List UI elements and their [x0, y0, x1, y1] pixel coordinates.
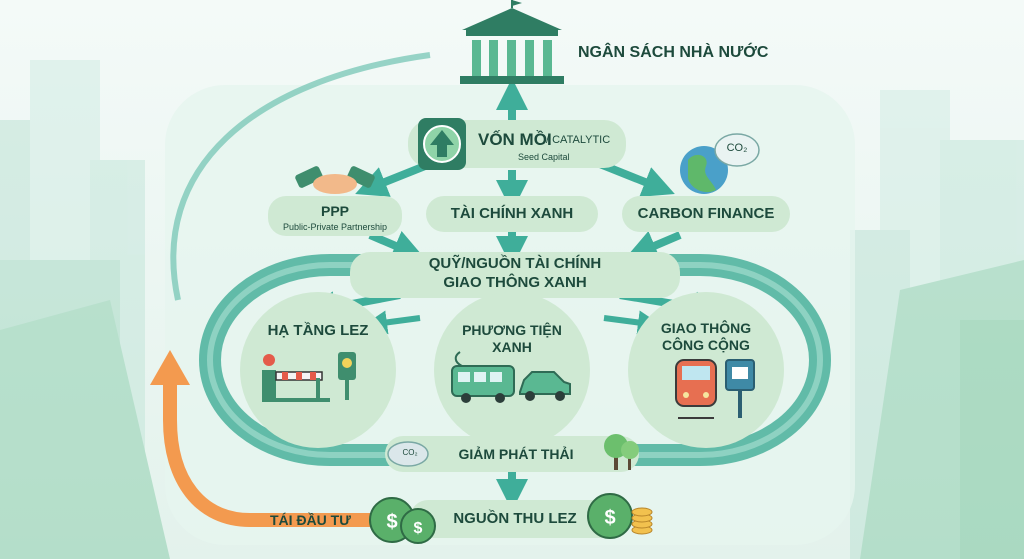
fund-label-line2: GIAO THÔNG XANH [443, 274, 587, 291]
bus-stop-icon [725, 359, 755, 418]
seed-subtitle: Seed Capital [518, 152, 570, 162]
fund-pill [350, 252, 680, 298]
handshake-icon [295, 166, 375, 194]
trees-icon [604, 434, 639, 470]
train-icon [675, 359, 717, 419]
green-finance-pill [426, 196, 598, 232]
globe-co2-icon [680, 133, 760, 194]
public-transport-line1: GIAO THÔNG [660, 320, 752, 336]
carbon-co2-label: CO₂ [726, 142, 748, 154]
cloud-co2-icon [387, 441, 429, 467]
budget-label: NGÂN SÁCH NHÀ NƯỚC [578, 44, 769, 61]
money-bag-coins-icon: $ [587, 493, 653, 539]
return-arc [170, 52, 431, 301]
ppp-title: PPP [320, 203, 349, 219]
lez-infra-label: HẠ TẦNG LEZ [267, 322, 369, 339]
ppp-pill [268, 196, 402, 236]
seed-catalytic: / CATALYTIC [546, 134, 611, 146]
city-background [0, 60, 1024, 559]
loop-arrows [363, 310, 662, 335]
green-vehicles-line1: PHƯƠNG TIỆN [462, 322, 562, 338]
money-bags-icon: $ $ [369, 497, 436, 544]
camera-post-icon [338, 352, 356, 400]
lez-infra-circle [240, 292, 396, 448]
green-vehicles-line2: XANH [492, 339, 532, 355]
svg-text:$: $ [604, 507, 615, 529]
svg-text:$: $ [386, 511, 397, 533]
svg-text:$: $ [414, 520, 423, 537]
barrier-icon [262, 354, 330, 402]
emission-pill [385, 436, 639, 472]
electric-bus-icon [451, 351, 515, 403]
fund-label-line1: QUỸ/NGUỒN TÀI CHÍNH [428, 255, 602, 272]
emissions-co2-label: CO₂ [402, 448, 418, 457]
ppp-subtitle: Public-Private Partnership [282, 222, 388, 232]
reinvest-arrow [150, 350, 417, 527]
bank-icon [460, 0, 564, 84]
carbon-pill [622, 196, 790, 232]
green-finance-label: TÀI CHÍNH XANH [450, 205, 574, 222]
revenue-label: NGUỒN THU LEZ [453, 510, 577, 527]
electric-car-icon [519, 371, 571, 401]
reinvest-label: TÁI ĐẦU TƯ [270, 512, 351, 528]
carbon-label: CARBON FINANCE [637, 205, 775, 222]
public-transport-line2: CÔNG CỘNG [662, 337, 750, 353]
revenue-pill [410, 500, 620, 538]
arrow-up-icon [418, 118, 466, 170]
seed-title: VỐN MỒI [478, 130, 552, 149]
emissions-label: GIẢM PHÁT THẢI [458, 446, 574, 462]
